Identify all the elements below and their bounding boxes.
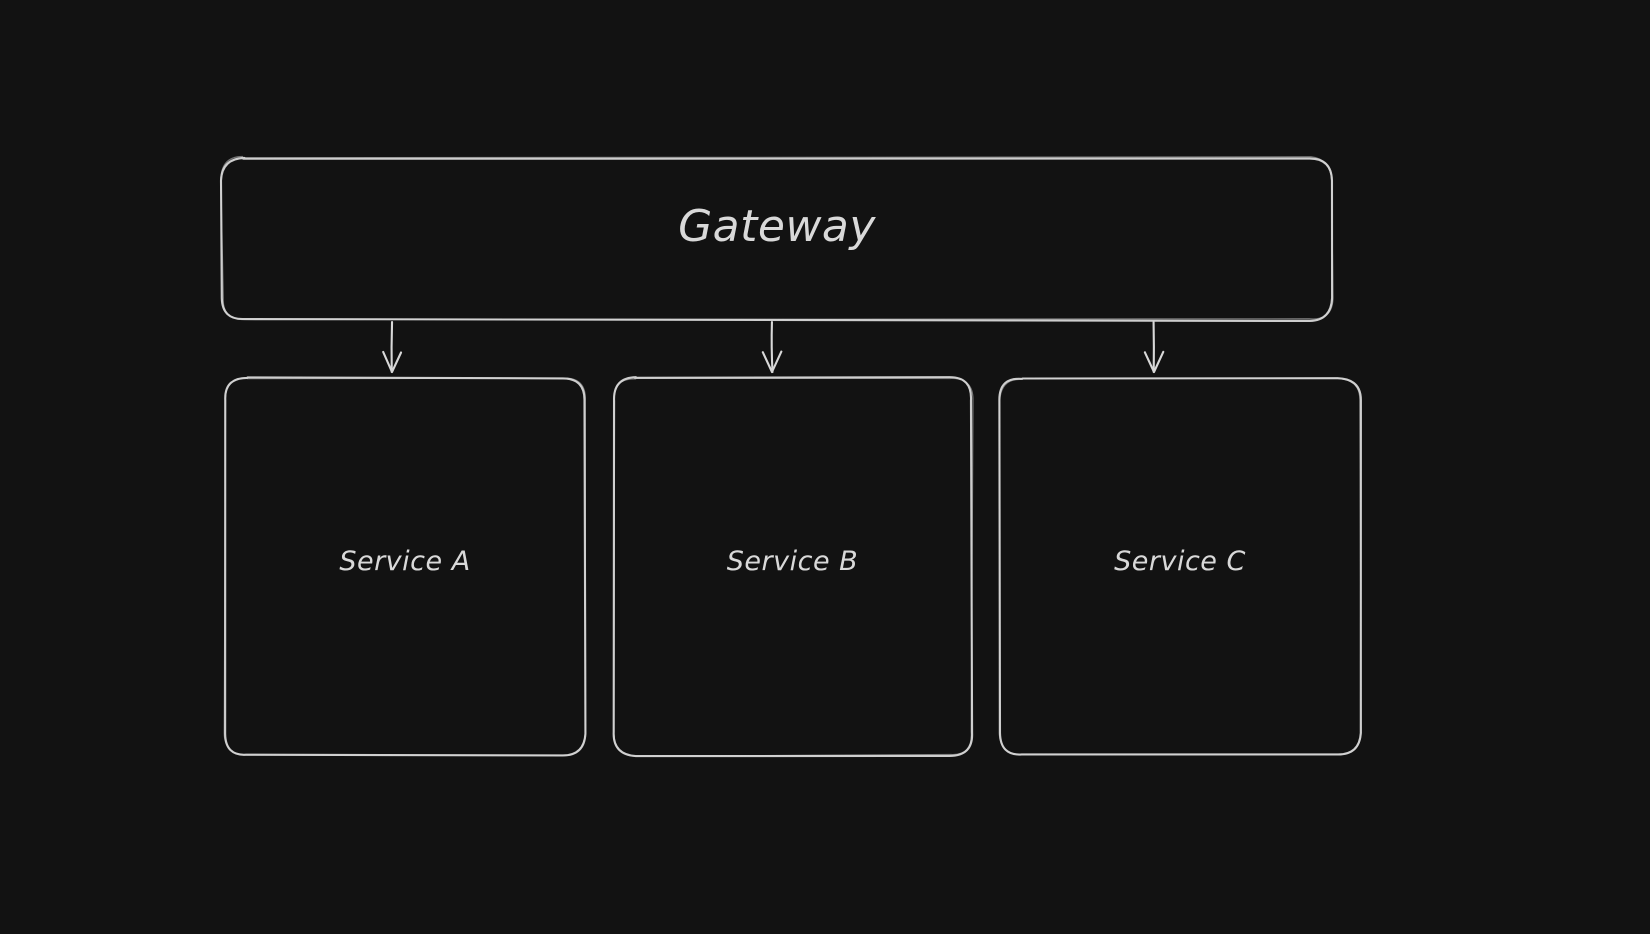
- gateway-node-label: Gateway: [678, 201, 876, 252]
- gateway-node[interactable]: [222, 158, 1332, 320]
- service-b-node[interactable]: [613, 378, 972, 755]
- service-a-node[interactable]: [225, 378, 585, 755]
- service-a-node-label: Service A: [339, 545, 471, 577]
- service-b-node-label: Service B: [726, 545, 859, 577]
- service-c-node[interactable]: [1000, 378, 1360, 755]
- service-c-node-label: Service C: [1114, 545, 1246, 577]
